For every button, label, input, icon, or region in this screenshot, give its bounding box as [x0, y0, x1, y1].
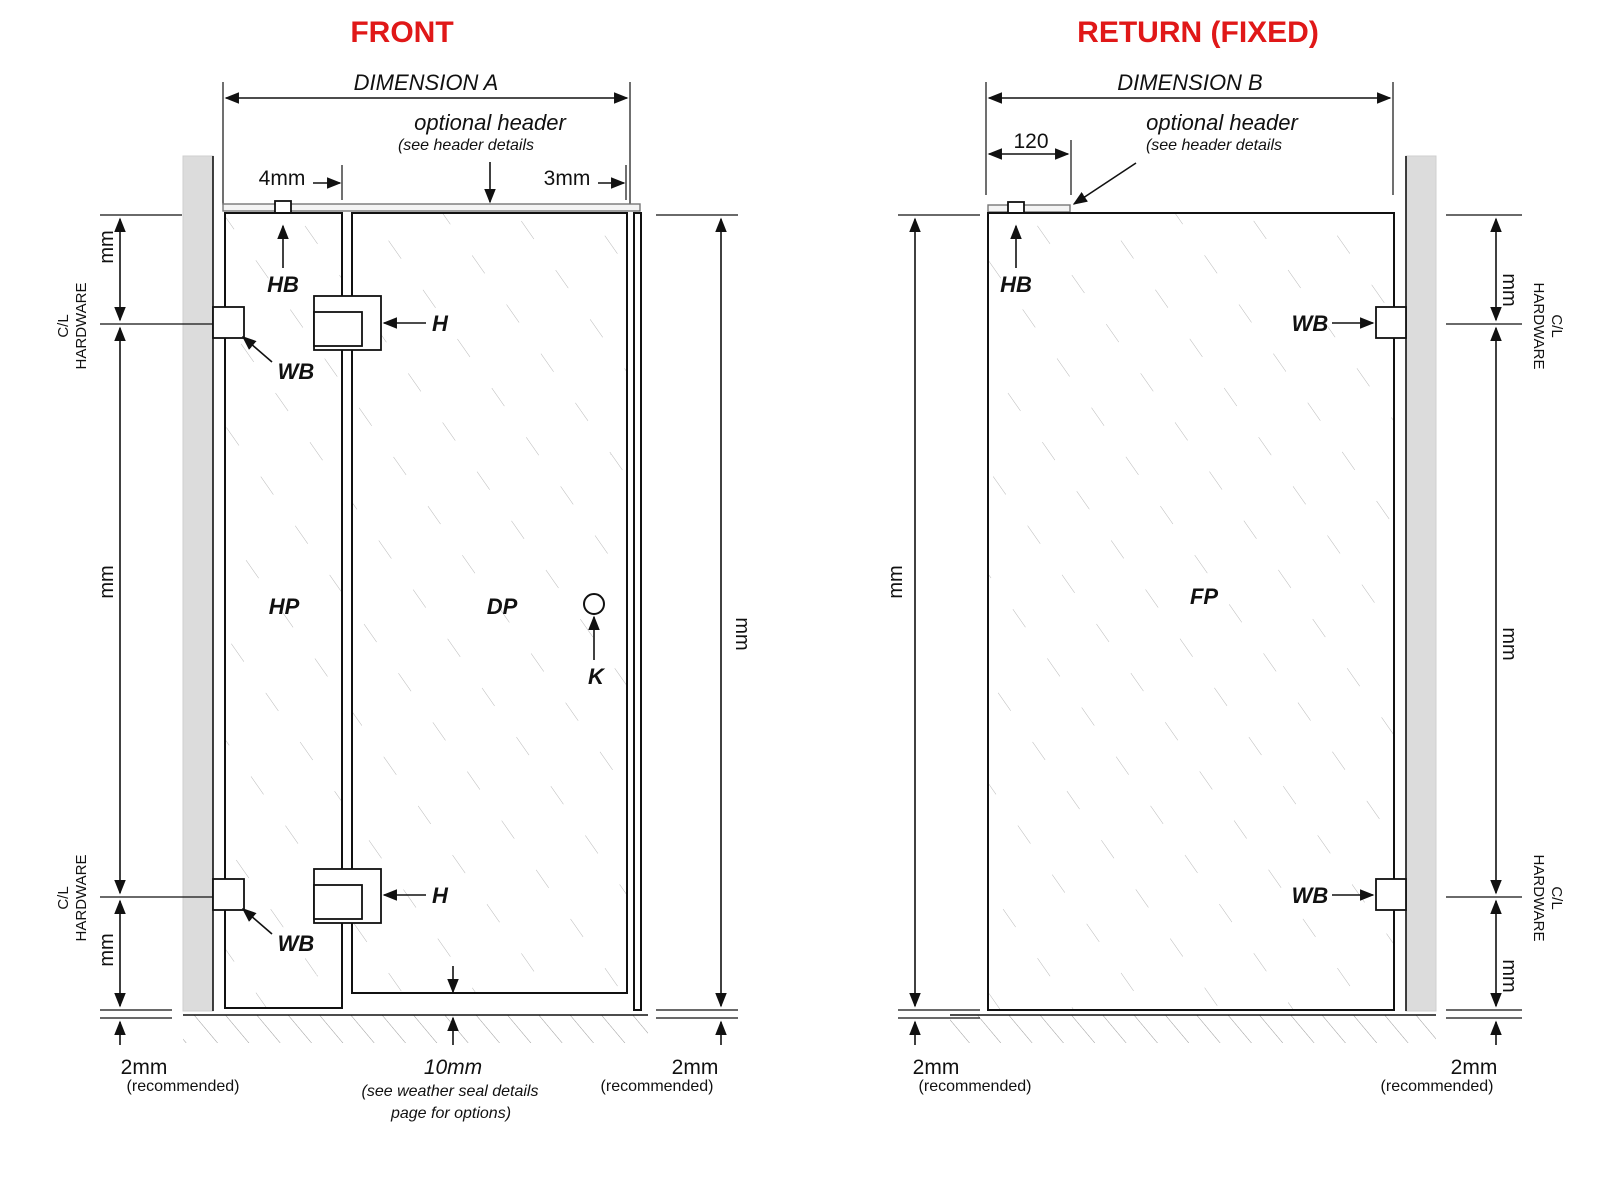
front-bottom-mid-note-2: page for options) — [390, 1105, 511, 1122]
knob-label: K — [588, 664, 606, 689]
front-cl-top-1: C/L — [55, 314, 72, 337]
return-bottom-left-gap: 2mm — [913, 1056, 960, 1079]
hinge-top-knuckle — [313, 311, 363, 347]
front-wb-top-arrow — [241, 336, 273, 363]
front-bottom-left-note: (recommended) — [127, 1078, 240, 1095]
front-hb-label: HB — [267, 272, 299, 297]
return-cl-bottom-2: HARDWARE — [1530, 855, 1547, 942]
gap-3mm: 3mm — [544, 167, 591, 190]
fixed-panel-hatch — [989, 214, 1393, 1009]
front-wb-bottom-label: WB — [278, 931, 315, 956]
front-bottom-mid-note-1: (see weather seal details — [362, 1083, 539, 1100]
return-left-mm: mm — [885, 565, 907, 598]
front-header-note: (see header details — [398, 137, 534, 154]
dimension-a-label: DIMENSION A — [354, 70, 499, 95]
front-left-bottom-mm: mm — [96, 933, 118, 966]
return-wb-bottom-label: WB — [1292, 883, 1329, 908]
hinge-top-label: H — [432, 311, 449, 336]
fixed-panel-label: FP — [1190, 584, 1218, 609]
front-header-label: optional header — [414, 110, 567, 135]
front-floor-hatch — [183, 1015, 648, 1043]
return-header-note: (see header details — [1146, 137, 1282, 154]
front-optional-header-bar — [222, 203, 641, 212]
return-right-bottom-mm: mm — [1498, 959, 1520, 992]
hinge-bottom-knuckle — [313, 884, 363, 920]
return-cl-top-1: C/L — [1548, 314, 1565, 337]
return-right-mid-mm: mm — [1498, 627, 1520, 660]
return-wb-top-label: WB — [1292, 311, 1329, 336]
front-left-top-mm: mm — [96, 230, 118, 263]
offset-120-label: 120 — [1013, 130, 1048, 153]
front-wb-top — [212, 306, 245, 339]
front-wb-bottom — [212, 878, 245, 911]
return-right-top-mm: mm — [1498, 273, 1520, 306]
front-title: FRONT — [350, 16, 453, 49]
return-elevation: RETURN (FIXED) DIMENSION B 120 optional … — [885, 16, 1565, 1095]
front-bottom-right-note: (recommended) — [601, 1078, 714, 1095]
return-bottom-left-note: (recommended) — [919, 1078, 1032, 1095]
return-wb-bottom — [1375, 878, 1407, 911]
return-header-arrow — [1072, 162, 1137, 205]
door-panel-label: DP — [487, 594, 518, 619]
return-optional-header-bar — [987, 204, 1071, 213]
front-cl-top-2: HARDWARE — [73, 283, 90, 370]
front-bottom-right-gap: 2mm — [672, 1056, 719, 1079]
front-cl-bottom-1: C/L — [55, 886, 72, 909]
return-header-label: optional header — [1146, 110, 1299, 135]
door-panel-hatch — [353, 214, 626, 992]
return-cl-top-2: HARDWARE — [1530, 283, 1547, 370]
hinge-bottom-label: H — [432, 883, 449, 908]
return-bottom-right-note: (recommended) — [1381, 1078, 1494, 1095]
gap-4mm: 4mm — [259, 167, 306, 190]
front-right-edge-panel — [633, 212, 642, 1011]
return-title: RETURN (FIXED) — [1077, 16, 1319, 49]
front-wall — [182, 155, 214, 1012]
front-bottom-mid-gap: 10mm — [424, 1056, 482, 1079]
dimension-b-label: DIMENSION B — [1117, 70, 1262, 95]
door-knob — [583, 593, 605, 615]
front-cl-bottom-2: HARDWARE — [73, 855, 90, 942]
front-wb-bottom-arrow — [241, 908, 273, 935]
return-hb-label: HB — [1000, 272, 1032, 297]
return-floor-hatch — [950, 1015, 1436, 1043]
front-left-mid-mm: mm — [96, 565, 118, 598]
hinge-panel-label: HP — [269, 594, 300, 619]
return-bottom-right-gap: 2mm — [1451, 1056, 1498, 1079]
front-wb-top-label: WB — [278, 359, 315, 384]
front-elevation: FRONT DIMENSION A optional header (see h… — [55, 16, 753, 1122]
front-bottom-left-gap: 2mm — [121, 1056, 168, 1079]
return-cl-bottom-1: C/L — [1548, 886, 1565, 909]
return-wall — [1405, 155, 1437, 1012]
front-right-mm: mm — [731, 617, 753, 650]
return-wb-top — [1375, 306, 1407, 339]
